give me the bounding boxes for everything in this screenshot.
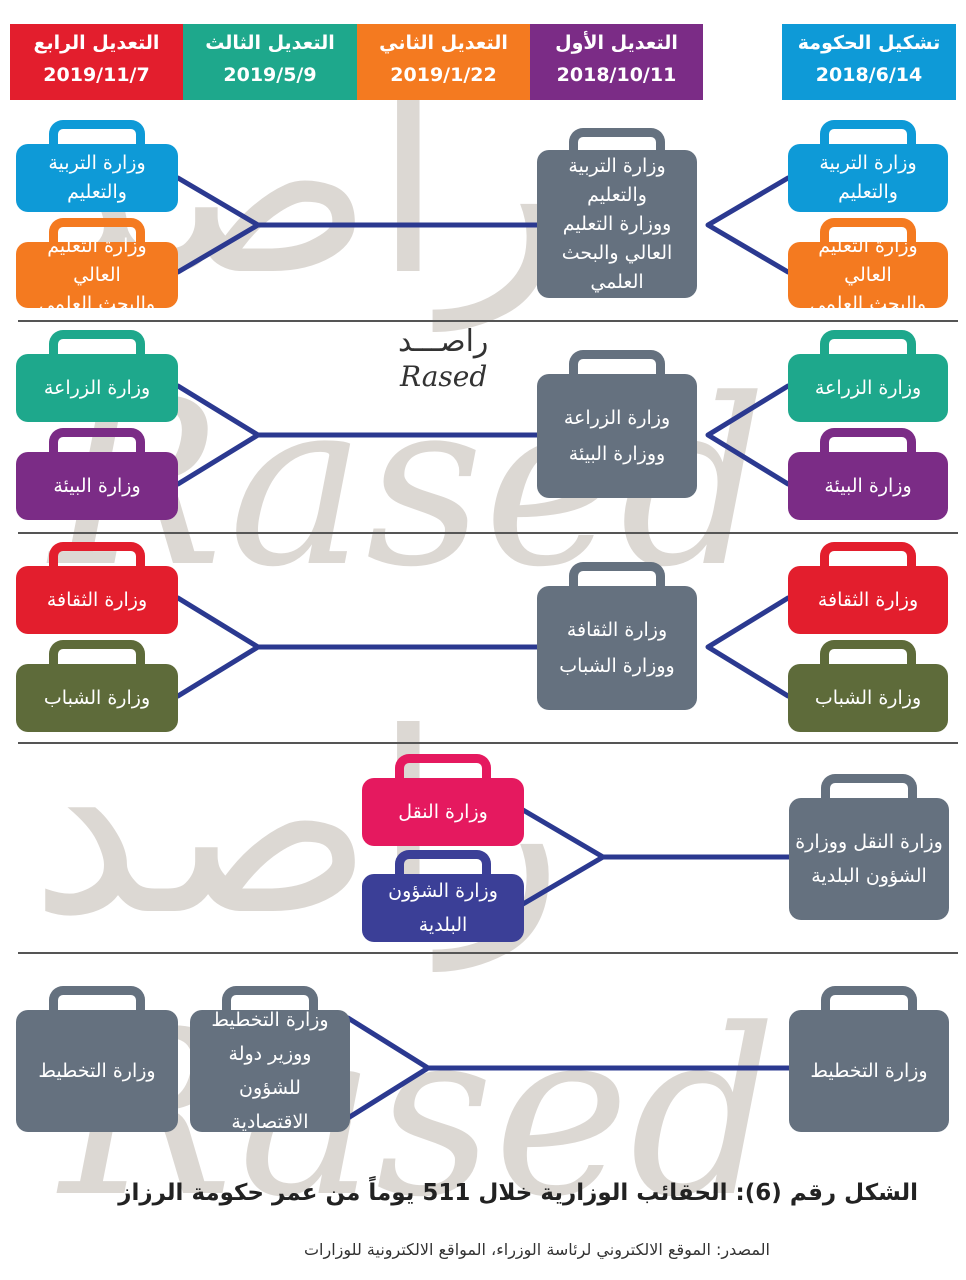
figure-source: المصدر: الموقع الالكتروني لرئاسة الوزراء… xyxy=(303,1240,770,1259)
bag-handle xyxy=(820,542,916,572)
bag-youth-left: وزارة الشباب xyxy=(16,640,178,732)
bag-municipal-left: وزارة الشؤون البلدية xyxy=(362,850,524,942)
bag-transport-left: وزارة النقل xyxy=(362,754,524,846)
bag-handle xyxy=(49,428,145,458)
bag-agriculture-right: وزارة الزراعة xyxy=(788,330,948,422)
bag-label: وزارة التعليم العالي والبحث العلمي xyxy=(788,235,948,315)
header-second-amendment: التعديل الثاني 2019/1/22 xyxy=(357,24,530,100)
header-title: تشكيل الحكومة xyxy=(797,32,941,54)
bag-planning-right: وزارة التخطيط xyxy=(789,986,949,1132)
row-divider xyxy=(18,952,958,954)
bag-label: وزارة البيئة xyxy=(16,452,178,520)
bag-handle xyxy=(569,350,665,380)
bag-label: وزارة الثقافة xyxy=(16,566,178,634)
bag-handle xyxy=(820,640,916,670)
bag-culture-left: وزارة الثقافة xyxy=(16,542,178,634)
header-date: 2019/5/9 xyxy=(223,64,317,86)
bag-handle xyxy=(820,428,916,458)
bag-label: وزارة الزراعة xyxy=(788,354,948,422)
header-title: التعديل الأول xyxy=(555,32,678,54)
bag-higher-education-left: وزارة التعليم العالي والبحث العلمي xyxy=(16,218,178,315)
header-title: التعديل الثاني xyxy=(379,32,508,54)
row-divider xyxy=(18,532,958,534)
bag-handle xyxy=(820,120,916,150)
bag-education-merged: وزارة التربية والتعليم ووزارة التعليم ال… xyxy=(537,128,697,298)
bag-transport-merged: وزارة النقل ووزارة الشؤون البلدية xyxy=(789,774,949,920)
header-fourth-amendment: التعديل الرابع 2019/11/7 xyxy=(10,24,183,100)
row-divider xyxy=(18,742,958,744)
bag-handle xyxy=(395,850,491,880)
bag-handle xyxy=(49,330,145,360)
header-first-amendment: التعديل الأول 2018/10/11 xyxy=(530,24,703,100)
header-date: 2018/6/14 xyxy=(815,64,923,86)
bag-label: وزارة الزراعة xyxy=(16,354,178,422)
bag-label: وزارة الزراعة ووزارة البيئة xyxy=(537,374,697,498)
rased-logo-arabic: راصـــد xyxy=(398,324,489,359)
bag-label: وزارة الشباب xyxy=(788,664,948,732)
bag-youth-right: وزارة الشباب xyxy=(788,640,948,732)
bag-label: وزارة البيئة xyxy=(788,452,948,520)
bag-handle xyxy=(820,330,916,360)
header-date: 2018/10/11 xyxy=(556,64,677,86)
bag-environment-right: وزارة البيئة xyxy=(788,428,948,520)
bag-handle xyxy=(820,218,916,248)
bag-culture-merged: وزارة الثقافة ووزارة الشباب xyxy=(537,562,697,710)
bag-handle xyxy=(569,128,665,158)
bag-label: وزارة التخطيط xyxy=(789,1010,949,1132)
bag-handle xyxy=(821,986,917,1016)
bag-handle xyxy=(395,754,491,784)
bag-label: وزارة النقل xyxy=(362,778,524,846)
header-date: 2019/11/7 xyxy=(43,64,150,86)
bag-handle xyxy=(49,986,145,1016)
bag-handle xyxy=(821,774,917,804)
bag-label: وزارة الثقافة ووزارة الشباب xyxy=(537,586,697,710)
bag-agriculture-left: وزارة الزراعة xyxy=(16,330,178,422)
bag-higher-education-right: وزارة التعليم العالي والبحث العلمي xyxy=(788,218,948,315)
bag-handle xyxy=(569,562,665,592)
bag-planning-economic: وزارة التخطيط ووزير دولة للشؤون الاقتصاد… xyxy=(190,986,350,1133)
watermark-latin-bottom: Rased xyxy=(60,981,777,1248)
bag-handle xyxy=(49,640,145,670)
bag-environment-left: وزارة البيئة xyxy=(16,428,178,520)
bag-education-left: وزارة التربية والتعليم xyxy=(16,120,178,212)
bag-education-right: وزارة التربية والتعليم xyxy=(788,120,948,212)
bag-label: وزارة التربية والتعليم xyxy=(788,144,948,212)
bag-planning-far-left: وزارة التخطيط xyxy=(16,986,178,1132)
header-government-formation: تشكيل الحكومة 2018/6/14 xyxy=(782,24,956,100)
bag-handle xyxy=(49,542,145,572)
bag-label: وزارة النقل ووزارة الشؤون البلدية xyxy=(789,798,949,920)
bag-label: وزارة الشباب xyxy=(16,664,178,732)
row-divider xyxy=(18,320,958,322)
rased-logo-latin: Rased xyxy=(400,360,488,393)
bag-label: وزارة التربية والتعليم ووزارة التعليم ال… xyxy=(537,150,697,298)
header-third-amendment: التعديل الثالث 2019/5/9 xyxy=(183,24,357,100)
bag-label: وزارة التخطيط xyxy=(16,1010,178,1132)
bag-culture-right: وزارة الثقافة xyxy=(788,542,948,634)
header-date: 2019/1/22 xyxy=(390,64,497,86)
figure-caption: الشكل رقم (6): الحقائب الوزارية خلال 511… xyxy=(118,1180,918,1206)
bag-agriculture-merged: وزارة الزراعة ووزارة البيئة xyxy=(537,350,697,498)
bag-label: وزارة الثقافة xyxy=(788,566,948,634)
bag-handle xyxy=(49,120,145,150)
bag-label: وزارة التعليم العالي والبحث العلمي xyxy=(16,235,178,315)
bag-label: وزارة التربية والتعليم xyxy=(16,144,178,212)
bag-label: وزارة الشؤون البلدية xyxy=(362,874,524,942)
header-title: التعديل الرابع xyxy=(33,32,160,54)
header-title: التعديل الثالث xyxy=(205,32,335,54)
bag-handle xyxy=(49,218,145,248)
bag-handle xyxy=(222,986,318,1016)
bag-label: وزارة التخطيط ووزير دولة للشؤون الاقتصاد… xyxy=(190,1009,350,1133)
